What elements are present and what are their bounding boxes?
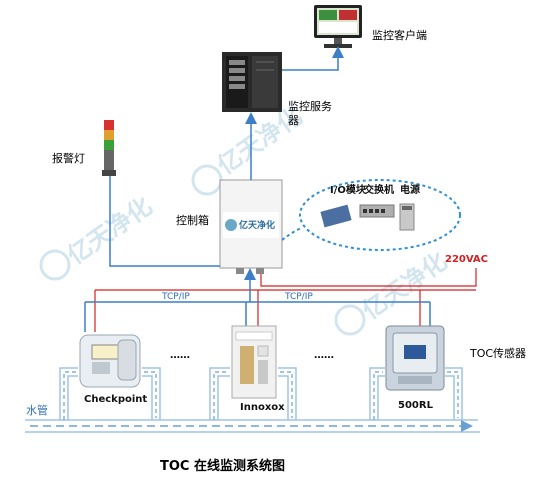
dots-right: ……: [314, 350, 334, 361]
checkpoint-label: Checkpoint: [84, 394, 147, 405]
power-supply-icon: [399, 203, 415, 231]
tcpip-label-left: TCP/IP: [161, 292, 190, 302]
voltage-label: 220VAC: [445, 254, 488, 265]
branch-flow-arrows: [63, 371, 459, 420]
power-bus-top: [260, 268, 477, 287]
tcpip-label-right: TCP/IP: [284, 292, 313, 302]
innoxox-instrument-icon: [231, 325, 277, 399]
innoxox-label: Innoxox: [240, 402, 285, 413]
switch-label: 交换机: [364, 183, 394, 196]
io-module-label: I/O模块: [330, 183, 367, 196]
500rl-label: 500RL: [398, 400, 434, 411]
water-pipe-label: 水管: [26, 403, 48, 417]
alarm-light-icon: [102, 120, 116, 176]
server-icon: [222, 52, 282, 112]
branch-pipes: [59, 367, 463, 420]
checkpoint-instrument-icon: [79, 334, 141, 388]
control-box-icon: 亿天净化: [219, 179, 283, 274]
server-label-line2: 器: [288, 114, 299, 127]
server-client-link: [282, 46, 344, 71]
alarm-label: 报警灯: [52, 151, 85, 165]
io-module-icon: [320, 204, 352, 228]
alarm-wire: [109, 176, 220, 267]
control-box-logo: 亿天净化: [239, 219, 275, 231]
server-label-line1: 监控服务: [288, 99, 332, 113]
monitor-client-icon: [314, 5, 362, 48]
switch-icon: [359, 204, 395, 218]
diagram-caption: TOC 在线监测系统图: [160, 458, 285, 474]
components-callout: [299, 179, 461, 251]
toc-sensor-label: TOC传感器: [469, 347, 526, 360]
dots-left: ……: [170, 350, 190, 361]
power-label: 电源: [400, 183, 420, 196]
500rl-instrument-icon: [385, 325, 445, 391]
client-label: 监控客户端: [372, 28, 427, 42]
callout-pointer: [281, 227, 303, 241]
control-box-label: 控制箱: [176, 213, 209, 227]
water-pipe: [25, 419, 480, 433]
